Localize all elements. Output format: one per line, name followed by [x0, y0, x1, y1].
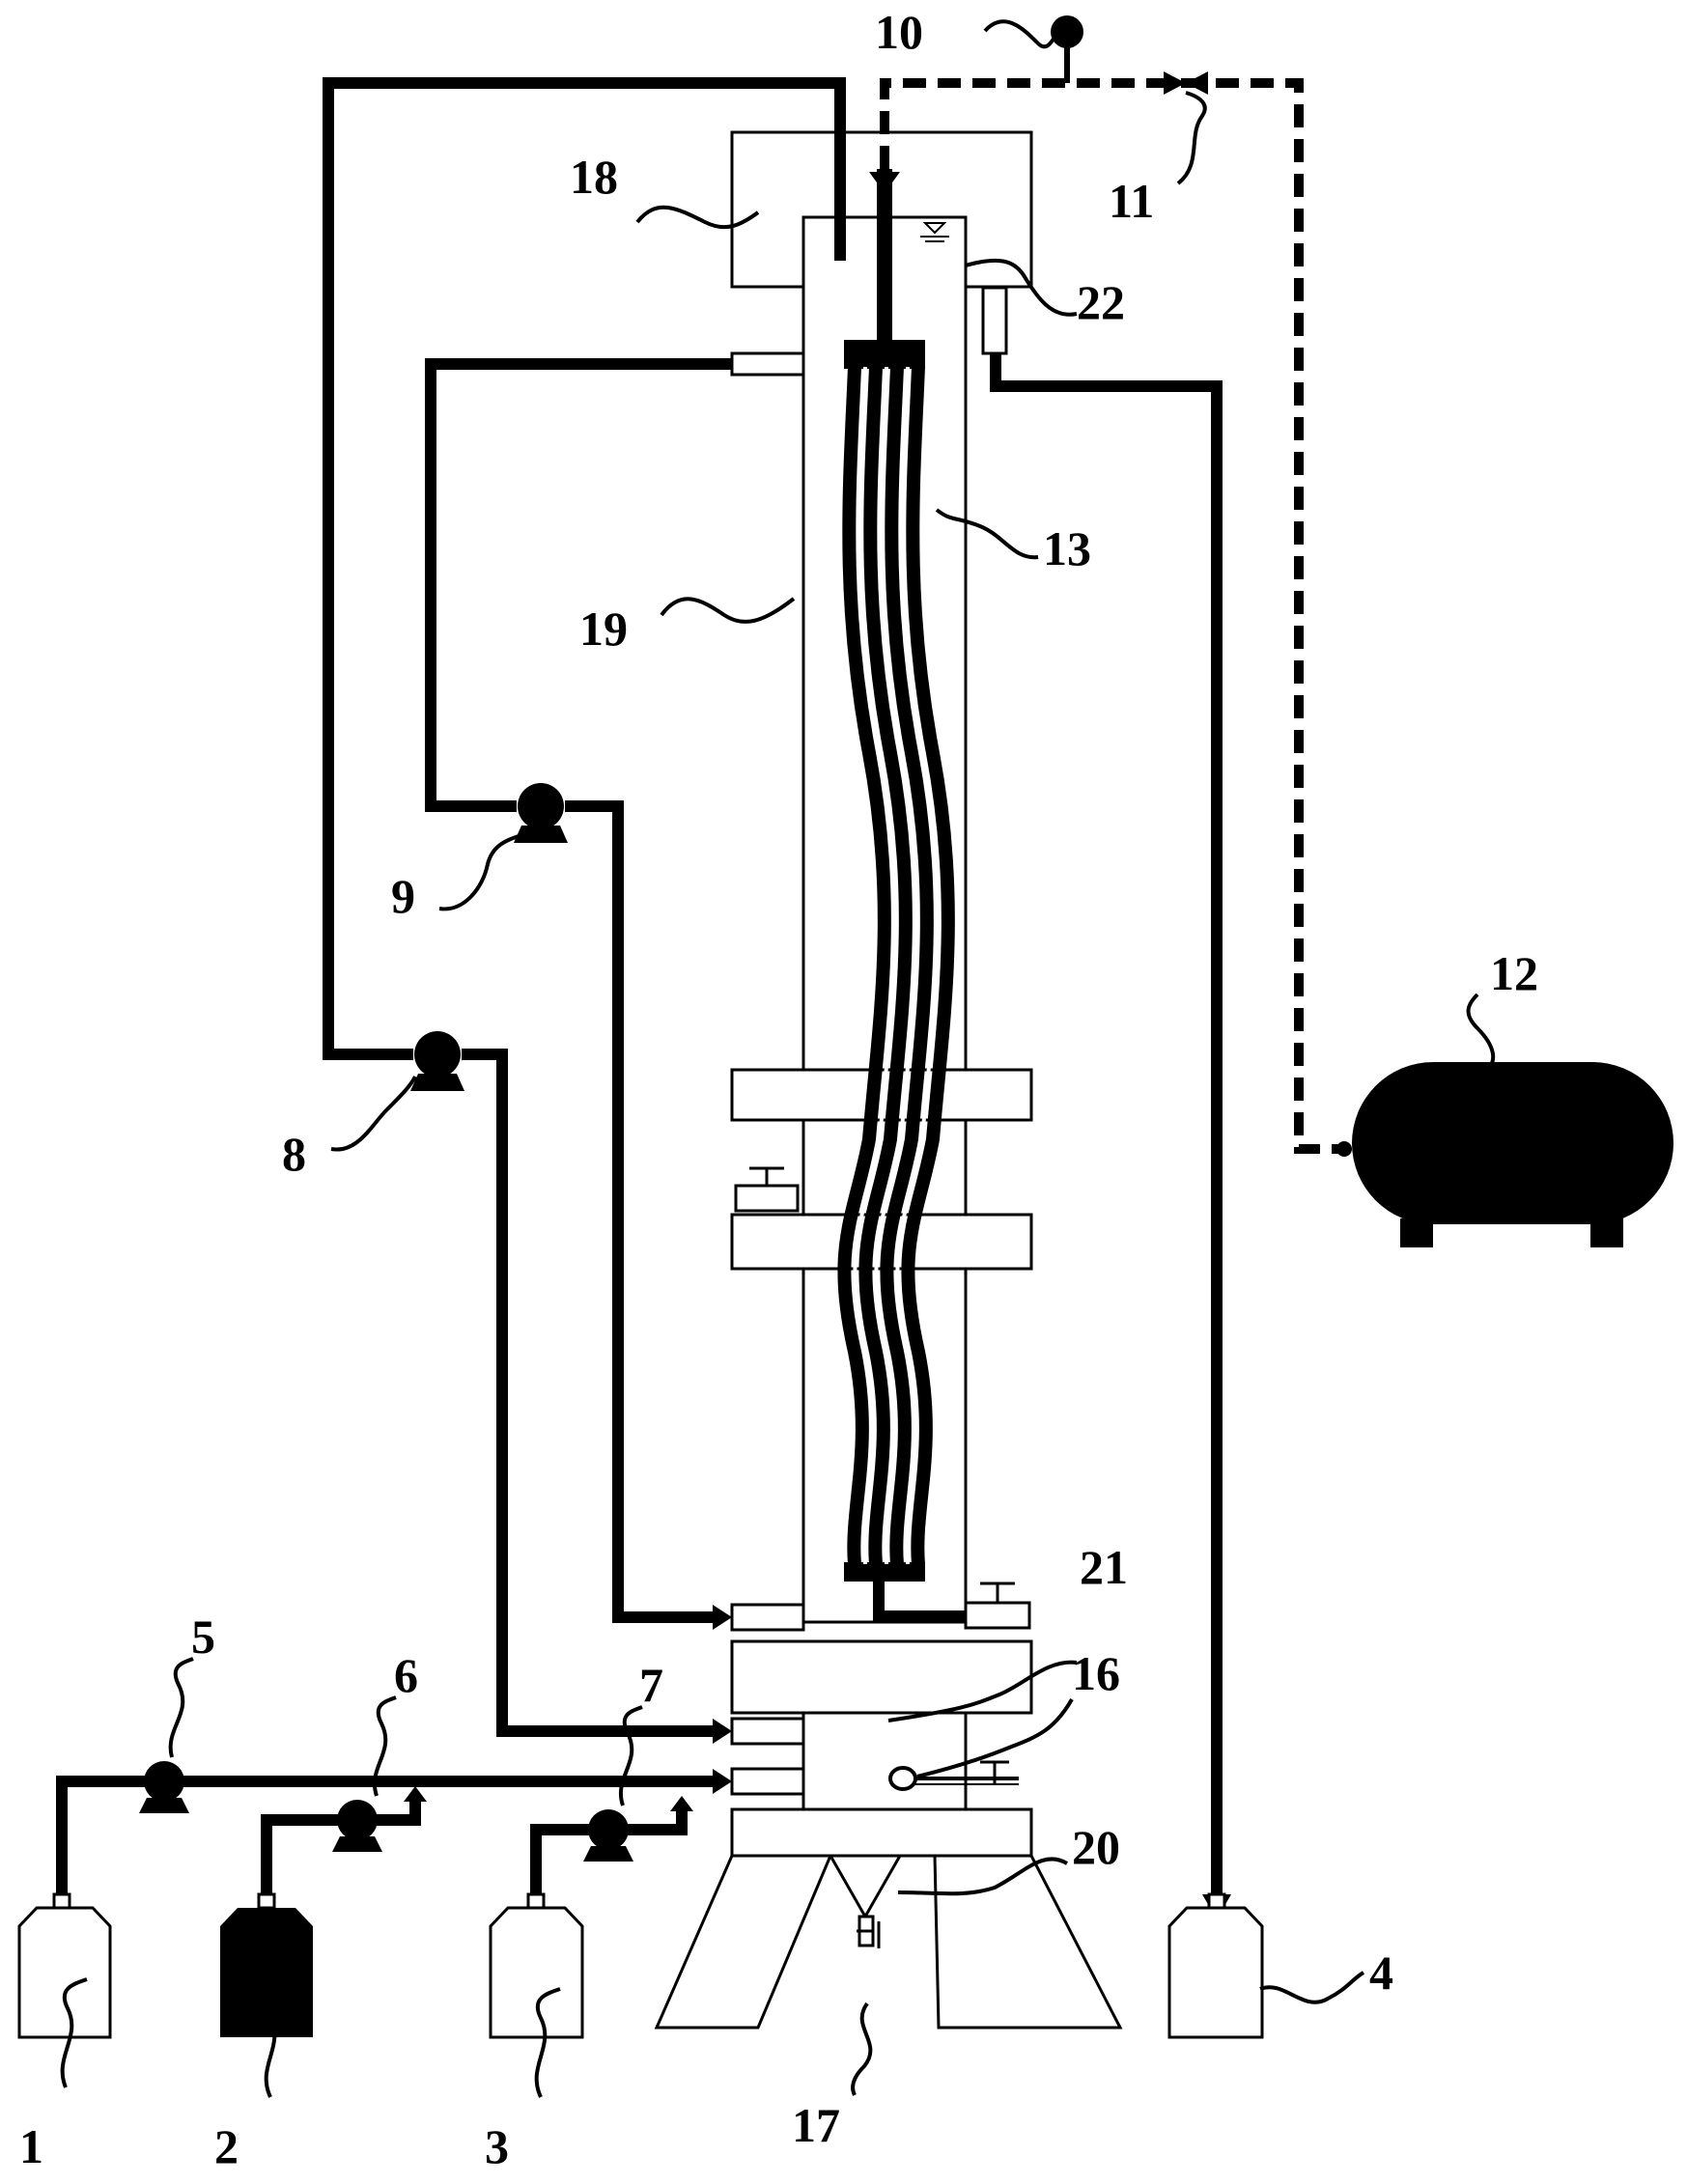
pump-5	[139, 1761, 189, 1813]
label-19: 19	[579, 602, 628, 656]
gas-valve	[1164, 71, 1208, 95]
feed-bottle-3	[489, 1892, 584, 2039]
pipe-effluent	[990, 353, 1223, 1897]
label-7: 7	[639, 1658, 663, 1712]
pump-9	[514, 783, 568, 843]
label-8: 8	[282, 1127, 306, 1181]
pipe-feed-3	[530, 1824, 589, 1921]
pipe-feed-2	[261, 1814, 338, 1921]
label-5: 5	[191, 1610, 215, 1664]
pipe-recycle-9	[425, 358, 732, 812]
gas-cylinder	[1336, 1062, 1673, 1247]
label-16: 16	[1072, 1646, 1120, 1700]
label-6: 6	[394, 1648, 418, 1702]
pump-6	[332, 1800, 382, 1852]
effluent-bottle-4	[1167, 1892, 1264, 2039]
label-9: 9	[391, 869, 415, 923]
pipe-recycle-8	[323, 77, 846, 1060]
label-12: 12	[1490, 946, 1538, 1000]
label-2: 2	[214, 2119, 239, 2173]
label-22: 22	[1077, 275, 1125, 329]
sampling-valve-bottom-right	[964, 1582, 1031, 1630]
label-13: 13	[1043, 521, 1091, 575]
inlet-port-recycle-9	[730, 1603, 805, 1632]
label-11: 11	[1109, 174, 1154, 228]
pipe-recycle-9-down	[565, 800, 715, 1623]
chamber-flange-bottom	[730, 1807, 1033, 1858]
label-18: 18	[570, 150, 618, 204]
feed-bottle-2	[220, 1892, 313, 2037]
label-17: 17	[792, 2098, 840, 2152]
label-3: 3	[485, 2119, 509, 2173]
sampling-valve-mid	[734, 1166, 800, 1213]
water-level-symbol	[920, 222, 949, 242]
settling-hopper	[654, 1854, 1123, 2030]
pipe-feed-1	[56, 1776, 145, 1921]
feed-bottle-1	[17, 1892, 112, 2039]
mixing-chamber	[801, 1711, 968, 1811]
pump-8	[410, 1031, 464, 1091]
fiber-bundle	[837, 340, 955, 1582]
label-20: 20	[1072, 1820, 1120, 1874]
pressure-gauge	[1051, 15, 1083, 83]
gas-line	[880, 78, 1342, 1154]
inlet-port-feed	[730, 1767, 805, 1796]
inlet-port-recycle-8	[730, 1717, 805, 1746]
overflow-outlet	[981, 286, 1008, 355]
aeration-head	[888, 1760, 1019, 1791]
label-1: 1	[19, 2119, 43, 2173]
chamber-flange-top	[730, 1639, 1033, 1715]
pump-7	[583, 1809, 633, 1862]
pipe-recycle-8-down	[462, 1049, 715, 1737]
outlet-port-upper	[730, 351, 805, 377]
label-10: 10	[875, 5, 923, 59]
label-4: 4	[1369, 1946, 1393, 2000]
label-21: 21	[1080, 1540, 1128, 1594]
